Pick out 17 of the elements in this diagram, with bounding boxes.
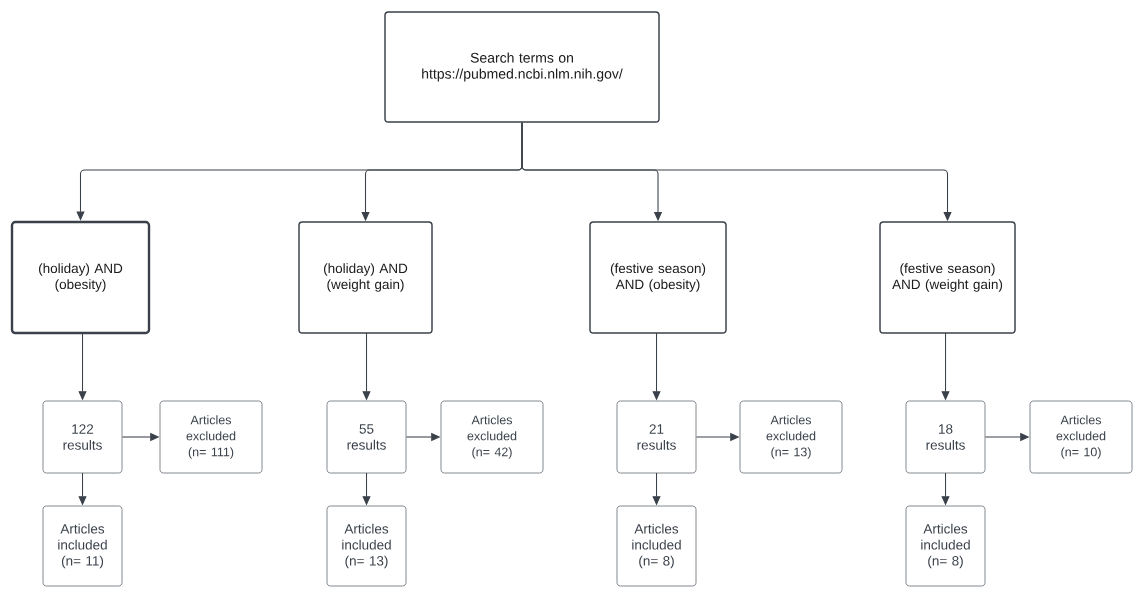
results-box: 55 results (326, 400, 407, 474)
excluded-box: Articles excluded (n= 42) (440, 400, 544, 474)
excluded-box: Articles excluded (n= 10) (1029, 400, 1133, 474)
query-box: (festive season) AND (weight gain) (879, 221, 1016, 334)
excluded-box: Articles excluded (n= 111) (159, 400, 263, 474)
included-box: Articles included (n= 8) (905, 505, 986, 587)
included-box: Articles included (n= 13) (326, 505, 407, 587)
excluded-box: Articles excluded (n= 13) (739, 400, 843, 474)
results-box: 21 results (616, 400, 697, 474)
results-box: 18 results (905, 400, 986, 474)
query-box: (festive season) AND (obesity) (589, 221, 727, 334)
search-box: Search terms on https://pubmed.ncbi.nlm.nih.gov/ (384, 11, 660, 123)
included-box: Articles included (n= 8) (616, 505, 697, 587)
included-box: Articles included (n= 11) (42, 505, 123, 587)
query-box: (holiday) AND (obesity) (10, 220, 151, 335)
results-box: 122 results (42, 400, 123, 474)
query-box: (holiday) AND (weight gain) (298, 221, 433, 334)
